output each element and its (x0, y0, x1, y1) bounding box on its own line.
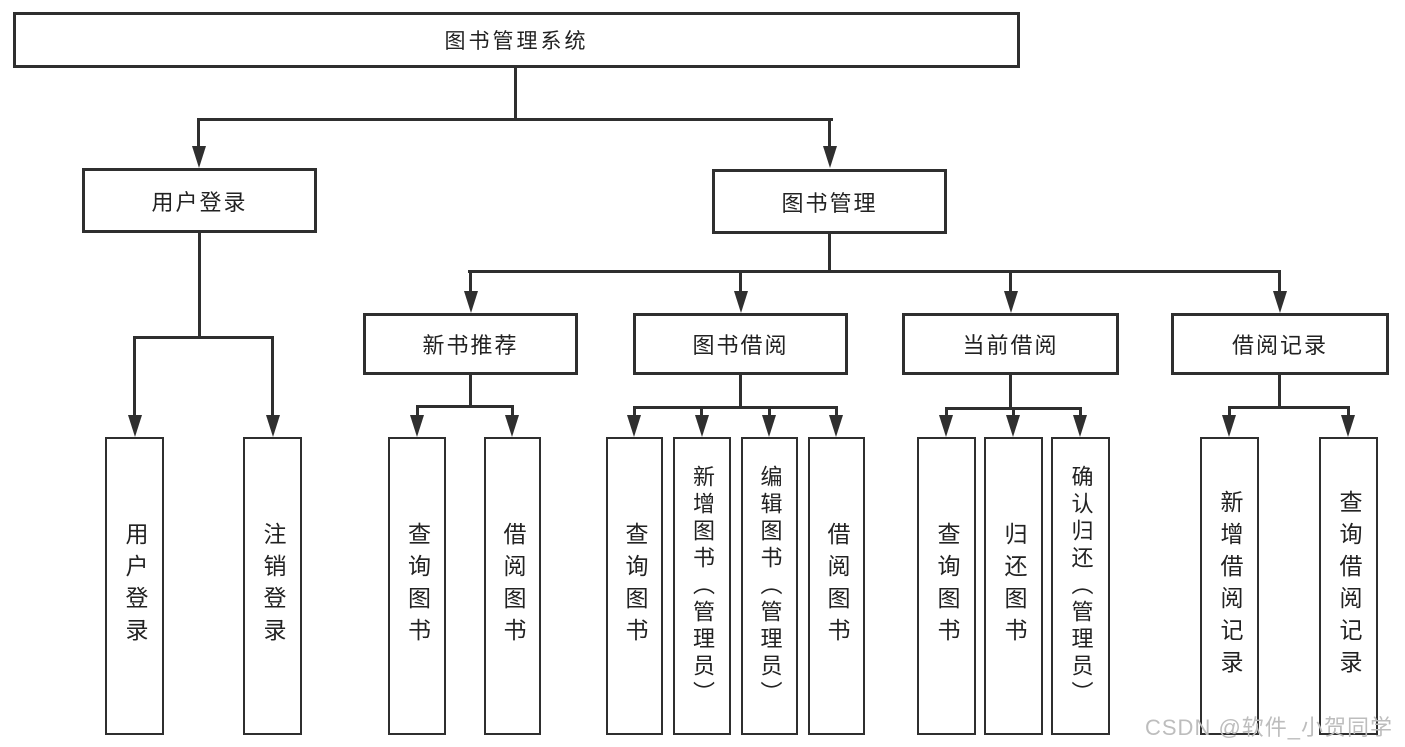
connector-line (633, 406, 838, 409)
node-current-borrow: 当前借阅 (902, 313, 1119, 375)
arrow-down-icon (829, 415, 843, 437)
watermark-text: CSDN @软件_小贺同学 (1145, 715, 1394, 740)
connector-line (511, 405, 514, 416)
arrow-down-icon (823, 146, 837, 168)
arrow-down-icon (1073, 415, 1087, 437)
arrow-down-icon (464, 291, 478, 313)
connector-line (828, 118, 831, 148)
leaf-label: 注销登录 (260, 522, 286, 650)
leaf-logout: 注销登录 (243, 437, 302, 735)
connector-line (133, 336, 136, 416)
connector-line (633, 406, 636, 416)
connector-line (468, 270, 1281, 273)
leaf-label: 新增借阅记录 (1217, 490, 1243, 682)
leaf-label: 查询图书 (622, 522, 648, 650)
arrow-down-icon (410, 415, 424, 437)
connector-line (469, 270, 472, 292)
connector-line (700, 406, 703, 416)
connector-line (197, 118, 200, 148)
node-label: 借阅记录 (1231, 333, 1328, 358)
connector-line (1278, 375, 1281, 407)
leaf-edit-books-admin: 编辑图书（管理员） (741, 437, 798, 735)
arrow-down-icon (627, 415, 641, 437)
arrow-down-icon (505, 415, 519, 437)
connector-line (739, 270, 742, 292)
leaf-borrow-books-recommend: 借阅图书 (484, 437, 541, 735)
arrow-down-icon (1006, 415, 1020, 437)
node-new-book-recommend: 新书推荐 (363, 313, 578, 375)
node-label: 当前借阅 (962, 333, 1059, 358)
leaf-add-books-admin: 新增图书（管理员） (673, 437, 731, 735)
arrow-down-icon (1273, 291, 1287, 313)
arrow-down-icon (128, 415, 142, 437)
connector-line (1079, 407, 1082, 416)
connector-line (198, 233, 201, 337)
leaf-label: 确认归还（管理员） (1068, 464, 1094, 708)
connector-line (271, 336, 274, 416)
arrow-down-icon (1341, 415, 1355, 437)
connector-line (945, 407, 948, 416)
leaf-query-borrow-record: 查询借阅记录 (1319, 437, 1378, 735)
connector-line (197, 118, 833, 121)
connector-line (416, 405, 419, 416)
leaf-label: 新增图书（管理员） (690, 464, 715, 708)
node-book-management: 图书管理 (712, 169, 947, 234)
leaf-label: 查询借阅记录 (1336, 490, 1362, 682)
connector-line (739, 375, 742, 407)
arrow-down-icon (939, 415, 953, 437)
arrow-down-icon (734, 291, 748, 313)
node-label: 图书管理 (781, 190, 878, 216)
leaf-confirm-return-admin: 确认归还（管理员） (1051, 437, 1110, 735)
leaf-query-books-recommend: 查询图书 (388, 437, 446, 735)
leaf-label: 借阅图书 (824, 522, 850, 650)
arrow-down-icon (1004, 291, 1018, 313)
node-user-login: 用户登录 (82, 168, 317, 233)
leaf-user-login: 用户登录 (105, 437, 164, 735)
arrow-down-icon (695, 415, 709, 437)
connector-line (1012, 407, 1015, 416)
connector-line (835, 406, 838, 416)
node-book-borrow: 图书借阅 (633, 313, 848, 375)
node-library-management-system: 图书管理系统 (13, 12, 1020, 68)
leaf-label: 归还图书 (1001, 522, 1027, 650)
leaf-query-books-borrow: 查询图书 (606, 437, 663, 735)
leaf-return-books: 归还图书 (984, 437, 1043, 735)
node-label: 图书管理系统 (444, 30, 589, 53)
leaf-label: 编辑图书（管理员） (757, 464, 783, 708)
leaf-query-books-current: 查询图书 (917, 437, 976, 735)
leaf-label: 查询图书 (934, 522, 960, 650)
arrow-down-icon (1222, 415, 1236, 437)
leaf-add-borrow-record: 新增借阅记录 (1200, 437, 1259, 735)
leaf-label: 借阅图书 (500, 522, 526, 650)
arrow-down-icon (192, 146, 206, 168)
connector-line (1228, 406, 1231, 416)
connector-line (1278, 270, 1281, 292)
arrow-down-icon (266, 415, 280, 437)
leaf-borrow-books: 借阅图书 (808, 437, 865, 735)
connector-line (768, 406, 771, 416)
connector-line (133, 336, 274, 339)
connector-line (1009, 375, 1012, 409)
node-label: 图书借阅 (692, 333, 789, 358)
connector-line (469, 375, 472, 406)
node-label: 新书推荐 (422, 333, 519, 358)
connector-line (1228, 406, 1350, 409)
node-borrow-records: 借阅记录 (1171, 313, 1389, 375)
connector-line (1009, 270, 1012, 292)
node-label: 用户登录 (151, 189, 248, 215)
arrow-down-icon (762, 415, 776, 437)
connector-line (514, 68, 517, 119)
connector-line (416, 405, 514, 408)
connector-line (828, 234, 831, 271)
leaf-label: 用户登录 (122, 522, 148, 650)
connector-line (1347, 406, 1350, 416)
leaf-label: 查询图书 (404, 522, 431, 650)
